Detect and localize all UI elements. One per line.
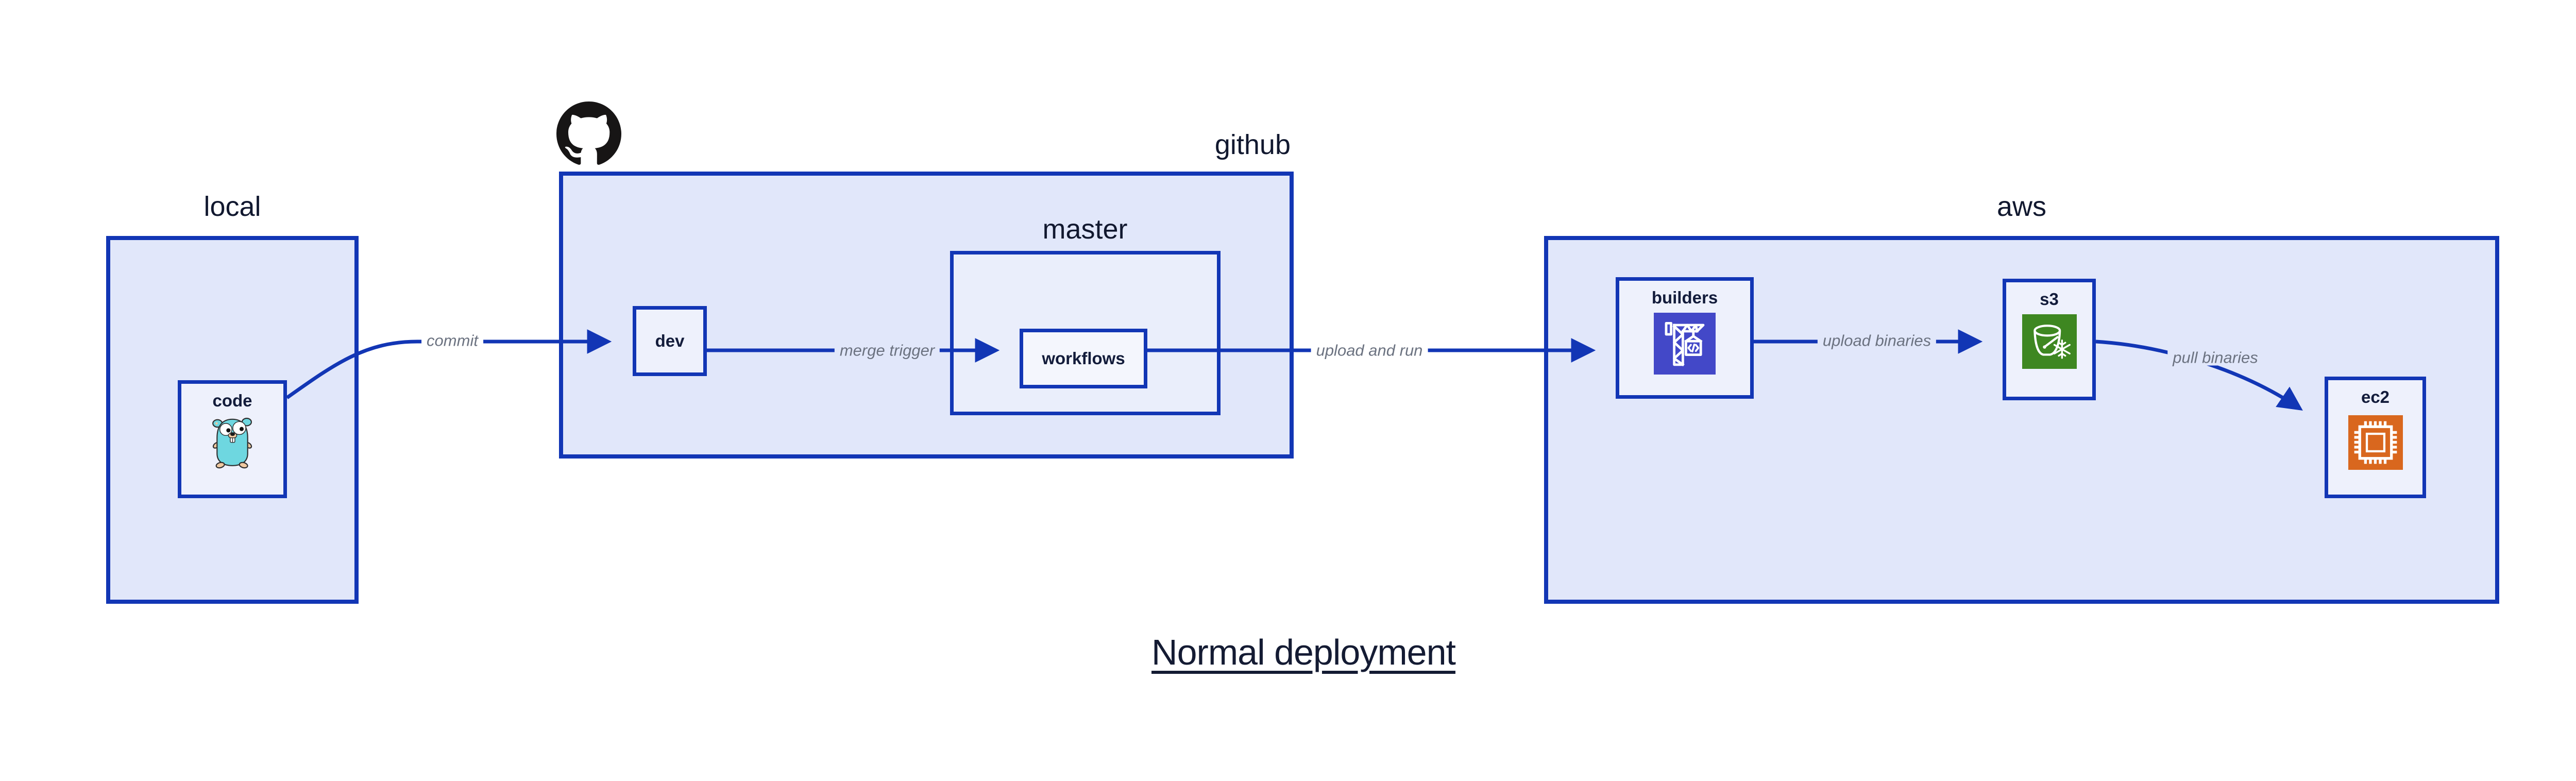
code-node: code	[178, 380, 287, 498]
edge-label-upload-binaries: upload binaries	[1817, 332, 1937, 349]
builders-node-label: builders	[1651, 288, 1718, 307]
edge-label-commit: commit	[421, 332, 483, 349]
diagram-title: Normal deployment	[1151, 632, 1456, 672]
ec2-node-label: ec2	[2361, 387, 2390, 406]
workflows-node-label: workflows	[1042, 349, 1125, 368]
edge-label-merge-trigger: merge trigger	[834, 342, 940, 359]
workflows-node: workflows	[1020, 329, 1147, 388]
cpu-chip-icon	[2348, 412, 2403, 476]
codebuild-crane-icon	[1654, 313, 1716, 377]
ec2-node: ec2	[2325, 377, 2426, 498]
code-node-label: code	[212, 391, 252, 410]
local-container-label: local	[204, 191, 261, 222]
github-octocat-icon	[556, 101, 621, 169]
s3-node-label: s3	[2040, 290, 2059, 309]
edge-label-pull-binaries: pull binaries	[2167, 349, 2263, 366]
dev-node: dev	[633, 306, 707, 376]
aws-container-label: aws	[1996, 191, 2047, 222]
builders-node: builders	[1616, 277, 1754, 399]
go-gopher-icon	[211, 414, 253, 472]
github-container-label: github	[1214, 129, 1291, 160]
edge-label-upload-and-run: upload and run	[1311, 342, 1428, 359]
dev-node-label: dev	[655, 331, 685, 350]
master-container-label: master	[1042, 214, 1128, 245]
s3-node: s3	[2003, 279, 2096, 400]
glacier-bucket-icon	[2022, 314, 2077, 371]
